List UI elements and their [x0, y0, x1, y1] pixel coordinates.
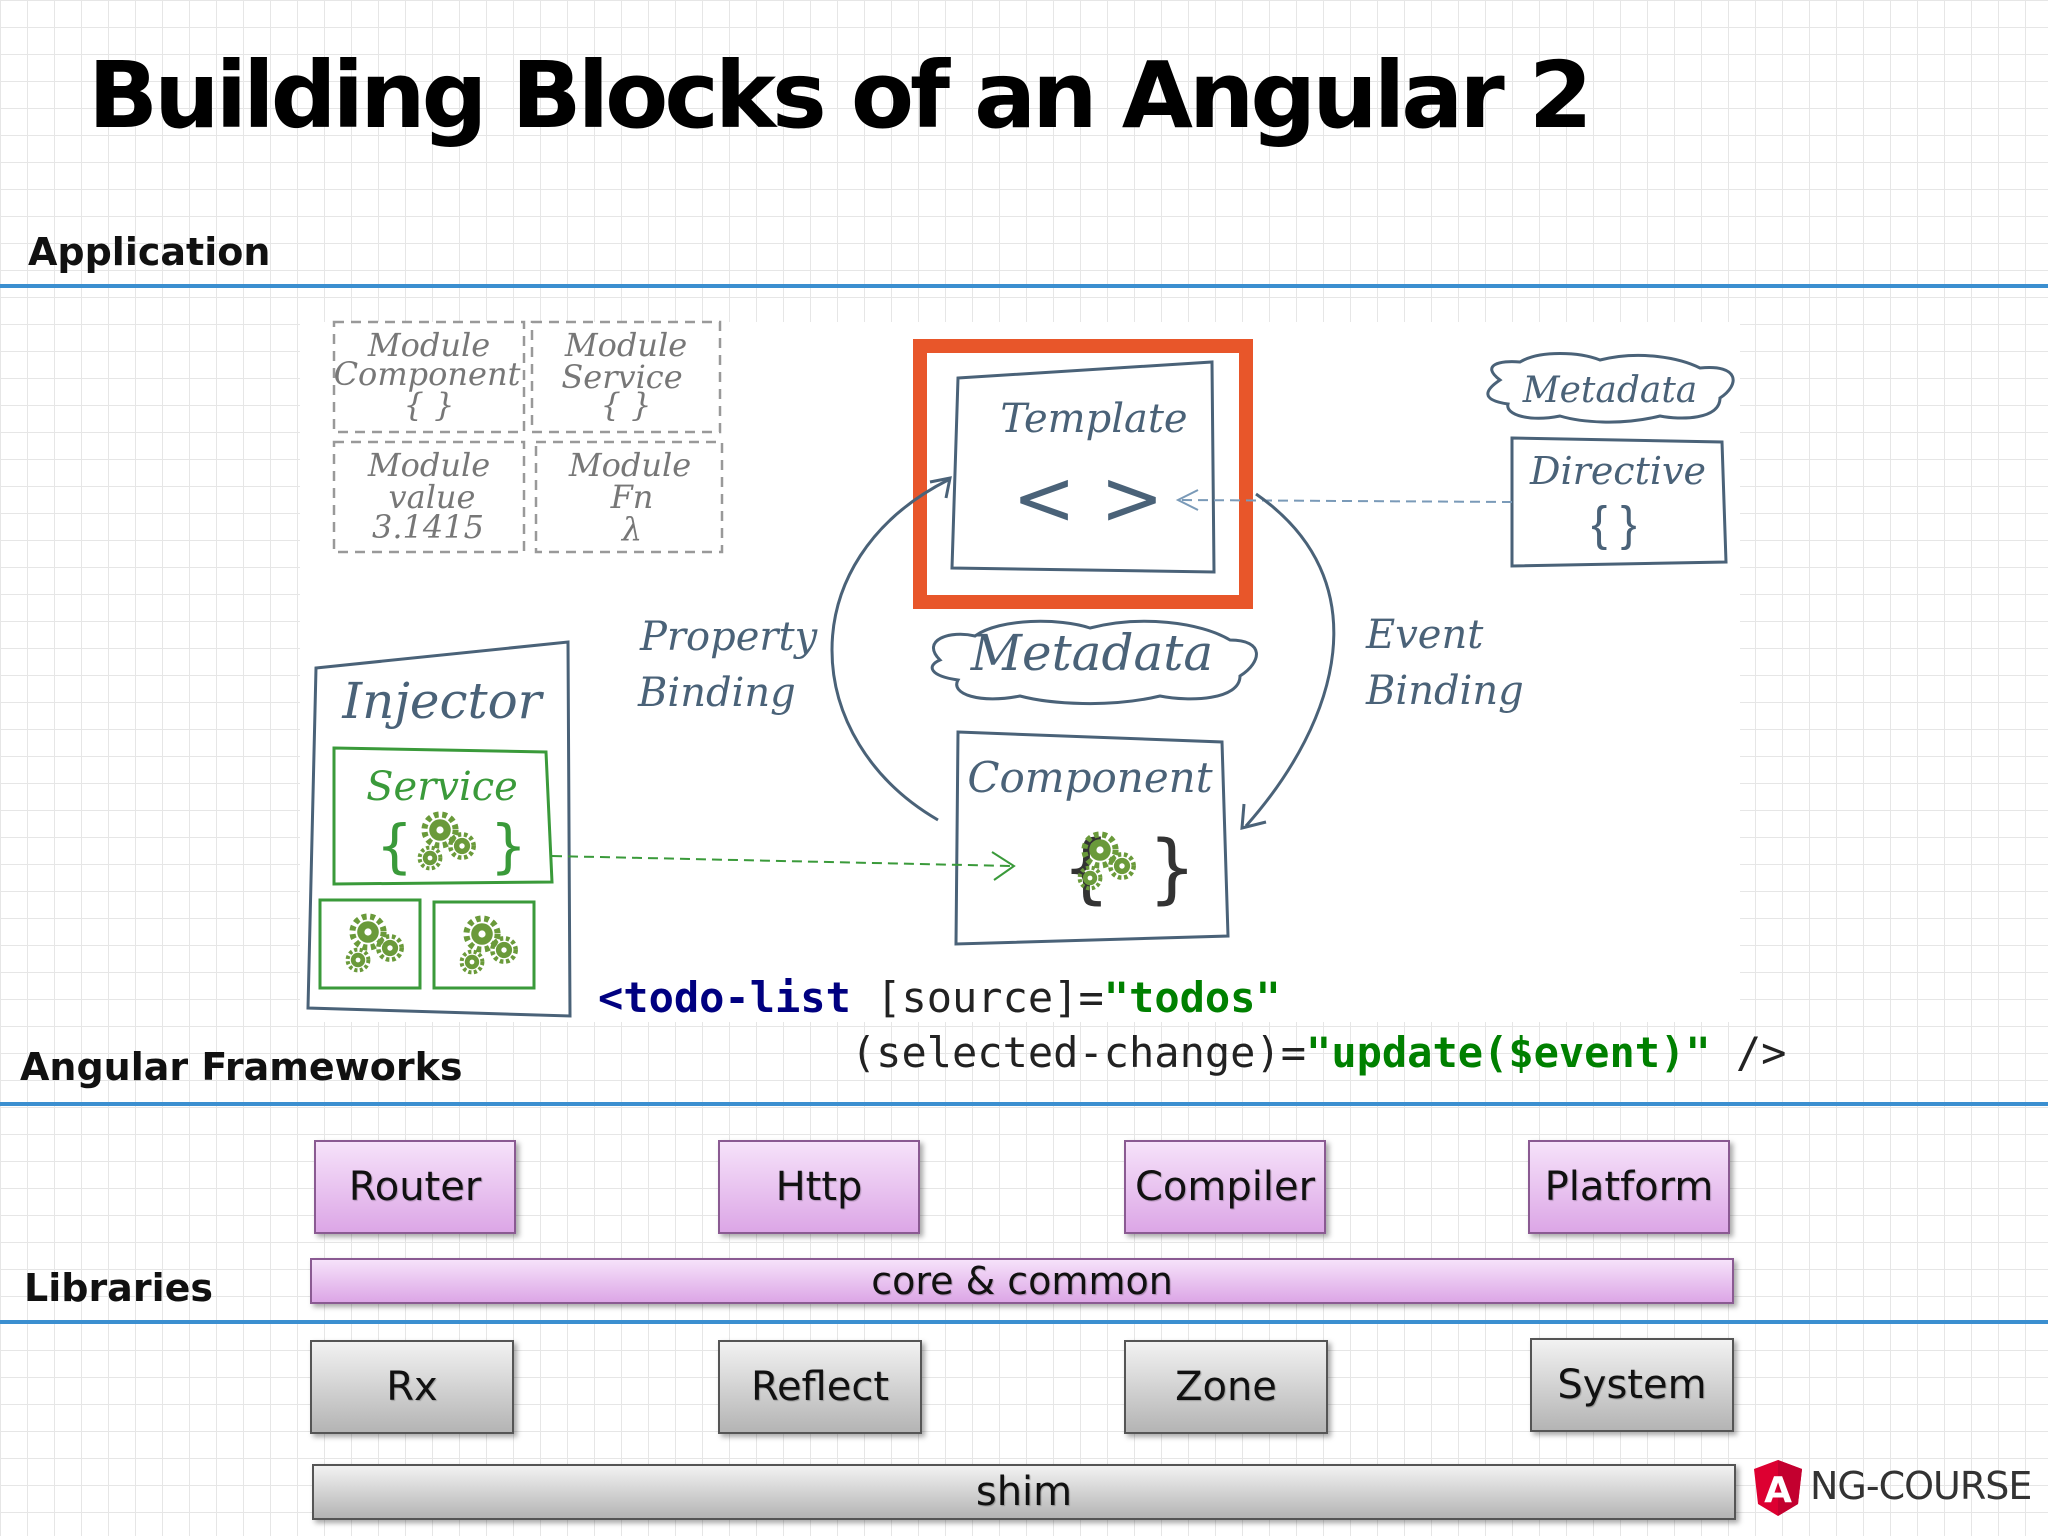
section-label-frameworks: Angular Frameworks — [20, 1045, 463, 1089]
code-line-2: (selected-change)="update($event)" /> — [598, 1025, 1787, 1080]
template-box — [950, 360, 1216, 574]
module-box-value — [332, 440, 526, 554]
injector-sub-box-right — [432, 900, 536, 990]
module-component-title: Module — [367, 326, 490, 364]
logo-text: NG-COURSE — [1810, 1464, 2032, 1508]
code-source-value: "todos" — [1103, 973, 1281, 1022]
property-binding-label-line1: Property — [639, 614, 819, 660]
directive-label: Directive — [1529, 449, 1706, 493]
module-value-title: Module — [367, 446, 490, 484]
section-label-libraries: Libraries — [24, 1266, 213, 1310]
code-line-1: <todo-list [source]="todos" — [598, 970, 1786, 1025]
module-service-sub: Service — [561, 358, 682, 396]
section-divider-frameworks — [0, 1102, 2048, 1106]
framework-compiler-box: Compiler — [1124, 1140, 1326, 1234]
metadata-top-label: Metadata — [1522, 370, 1698, 411]
property-binding-arc — [830, 478, 949, 822]
framework-platform-box: Platform — [1528, 1140, 1730, 1234]
component-label: Component — [967, 753, 1212, 802]
module-fn-title: Module — [568, 446, 691, 484]
module-value-glyph: 3.1415 — [372, 508, 484, 546]
code-tag: <todo-list — [598, 973, 851, 1022]
module-fn-glyph: λ — [620, 510, 642, 548]
event-binding-arrowhead — [1240, 803, 1267, 830]
library-reflect-box: Reflect — [718, 1340, 922, 1434]
event-binding-label-line1: Event — [1365, 612, 1484, 658]
section-divider-application — [0, 284, 2048, 288]
component-brace-close: } — [1148, 823, 1196, 912]
module-box-service — [530, 320, 722, 434]
module-fn-sub: Fn — [610, 478, 654, 516]
event-binding-arc — [1244, 492, 1336, 827]
module-value-sub: value — [389, 478, 476, 516]
code-source-attr: [source]= — [850, 973, 1104, 1022]
code-event-attr: (selected-change)= — [850, 1028, 1307, 1077]
core-common-bar: core & common — [310, 1258, 1734, 1304]
directive-glyph: { } — [1591, 498, 1636, 551]
service-brace-open: { — [376, 812, 413, 880]
module-box-component — [332, 320, 526, 434]
code-example: <todo-list [source]="todos" (selected-ch… — [598, 970, 1786, 1080]
metadata-center-label: Metadata — [970, 624, 1213, 682]
module-box-fn — [534, 440, 724, 554]
framework-http-box: Http — [718, 1140, 920, 1234]
code-event-value: "update($event)" — [1306, 1028, 1711, 1077]
logo-letter: A — [1764, 1470, 1792, 1511]
section-label-application: Application — [28, 230, 271, 274]
angular-shield-icon: A — [1754, 1460, 1802, 1516]
event-binding-label-line2: Binding — [1365, 668, 1524, 714]
template-glyph: < > — [1012, 453, 1164, 542]
library-zone-box: Zone — [1124, 1340, 1328, 1434]
module-service-glyph: { } — [601, 386, 652, 424]
module-component-sub: Component — [334, 355, 521, 393]
injector-service-label: Service — [366, 764, 518, 810]
framework-router-box: Router — [314, 1140, 516, 1234]
shim-bar: shim — [312, 1464, 1736, 1520]
component-box — [954, 730, 1230, 946]
directive-arrowhead — [1175, 489, 1199, 511]
module-grid — [332, 320, 724, 554]
property-binding-arrowhead — [929, 476, 952, 499]
metadata-cloud-top — [1486, 352, 1735, 424]
code-end: /> — [1710, 1028, 1787, 1077]
service-to-component-line — [551, 855, 1013, 867]
library-system-box: System — [1530, 1338, 1734, 1432]
ng-course-logo: A NG-COURSE — [1752, 1458, 2042, 1518]
module-service-title: Module — [564, 326, 687, 364]
template-highlight — [913, 339, 1253, 609]
section-divider-libraries — [0, 1320, 2048, 1324]
directive-to-template-line — [1179, 499, 1513, 503]
property-binding-label-line2: Binding — [637, 670, 796, 716]
injector-label: Injector — [341, 672, 544, 730]
directive-box — [1510, 436, 1728, 568]
library-rx-box: Rx — [310, 1340, 514, 1434]
injector-sub-box-left — [318, 898, 422, 990]
template-label: Template — [1000, 396, 1187, 442]
slide-title: Building Blocks of an Angular 2 — [88, 42, 1593, 149]
module-component-glyph: { } — [404, 386, 455, 424]
metadata-cloud-center — [930, 619, 1258, 706]
service-brace-close: } — [490, 812, 527, 880]
service-arrowhead — [991, 851, 1016, 881]
